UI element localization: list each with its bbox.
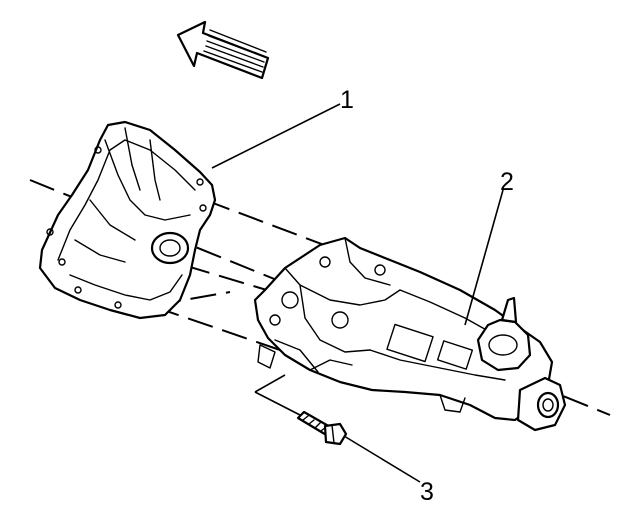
bolt-insertion-guide <box>254 374 301 416</box>
leader-line-3 <box>343 435 421 483</box>
callout-1: 1 <box>340 86 354 114</box>
leader-lines <box>211 103 504 483</box>
front-direction-arrow-icon <box>176 20 270 80</box>
transmission-case <box>253 236 567 432</box>
mounting-bolt <box>296 410 348 446</box>
bell-housing <box>38 120 217 320</box>
leader-line-1 <box>211 103 341 169</box>
callout-3: 3 <box>420 478 434 506</box>
callouts: 1 2 3 <box>340 86 514 506</box>
leader-line-2 <box>464 189 504 326</box>
callout-2: 2 <box>500 168 514 196</box>
